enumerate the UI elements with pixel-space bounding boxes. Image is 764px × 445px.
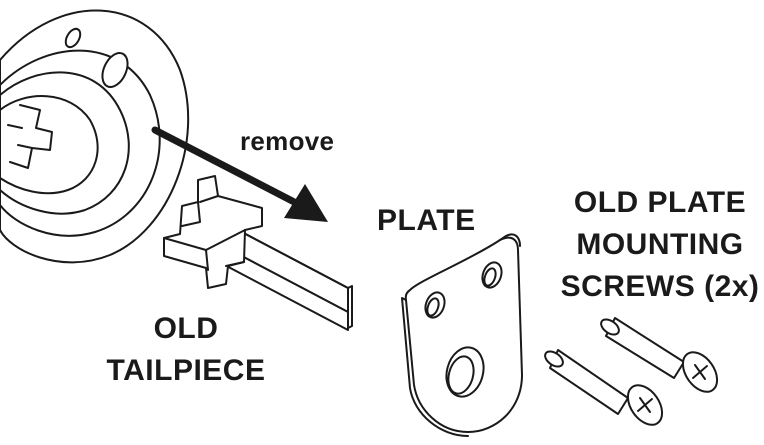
remove-arrow: [151, 126, 328, 222]
tailpiece: [163, 175, 353, 331]
tailpiece-label-line-1: OLD: [153, 312, 219, 345]
tailpiece-label-line-2: TAILPIECE: [106, 354, 266, 387]
screws-label-line-1: OLD PLATE: [573, 186, 747, 219]
plate: [401, 233, 523, 437]
mounting-screw-2: [600, 317, 719, 393]
screws-label-line-2: MOUNTING: [576, 228, 744, 261]
plate-label: PLATE: [377, 204, 476, 237]
screws-label: OLD PLATE MOUNTING SCREWS (2x): [556, 188, 764, 314]
rose-housing: [0, 9, 190, 264]
remove-label: remove: [240, 126, 335, 156]
tailpiece-label: OLD TAILPIECE: [98, 314, 274, 398]
mounting-screw-1: [544, 349, 664, 426]
screws-label-line-3: SCREWS (2x): [560, 270, 760, 303]
